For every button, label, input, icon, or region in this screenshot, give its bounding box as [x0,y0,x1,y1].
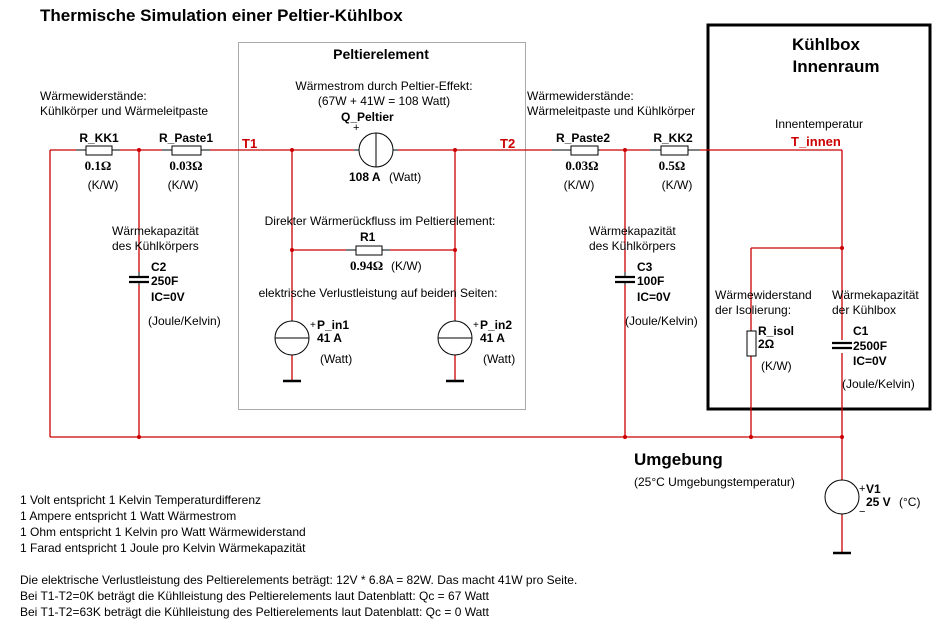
node-t-innen: T_innen [791,134,841,149]
r-kk2-unit: (K/W) [661,178,693,192]
resistor-r-paste1[interactable] [162,145,210,156]
r-isol-unit: (K/W) [761,359,792,373]
resistor-r1[interactable] [346,245,390,256]
resistor-r-paste2[interactable] [552,145,600,156]
r-kk1-value: 0.1Ω [84,158,112,173]
c1-ic: IC=0V [853,354,887,368]
right-resist-desc-2: Wärmeleitpaste und Kühlkörper [527,104,696,118]
c2-value: 250F [151,274,179,288]
c3-unit: (Joule/Kelvin) [625,314,698,328]
peltier-heading: Peltierelement [333,46,429,62]
legend-line: 1 Farad entspricht 1 Joule pro Kelvin Wä… [20,541,306,555]
legend-line: 1 Volt entspricht 1 Kelvin Temperaturdif… [20,493,262,507]
capacitor-c1[interactable] [832,341,852,350]
c3-ic: IC=0V [637,290,671,304]
capacitor-c2[interactable] [129,275,149,284]
c1-value: 2500F [853,339,888,353]
c3-label: C3 [637,260,653,274]
box-cap-desc-2: der Kühlbox [832,303,897,317]
p-in1-plus: + [310,320,316,331]
p-in1-value: 41 A [317,331,342,345]
r-paste2-unit: (K/W) [563,178,595,192]
note-line: Bei T1-T2=0K beträgt die Kühlleistung de… [20,589,489,603]
resistor-r-isol[interactable] [746,330,757,357]
r-kk2-label: R_KK2 [653,131,693,145]
inner-temp-label: Innentemperatur [775,117,864,131]
r-paste1-unit: (K/W) [167,178,199,192]
r-isol-value: 2Ω [758,337,775,351]
coolbox-frame [706,23,932,411]
legend-line: 1 Ampere entspricht 1 Watt Wärmestrom [20,509,237,523]
r-kk1-label: R_KK1 [79,131,119,145]
voltage-source-v1[interactable] [824,479,860,515]
v1-minus: − [859,506,866,518]
right-resist-desc: Wärmewiderstände: [527,89,634,103]
c1-unit: (Joule/Kelvin) [842,377,915,391]
resistor-r-kk1[interactable] [76,145,120,156]
c2-label: C2 [151,260,167,274]
p-in1-unit: (Watt) [320,352,353,366]
left-resist-desc-2: Kühlkörper und Wärmeleitpaste [40,104,209,118]
left-cap-desc-2: des Kühlkörpers [112,239,199,253]
resistor-r-kk2[interactable] [650,145,700,156]
r-paste2-label: R_Paste2 [555,131,611,145]
r1-value: 0.94Ω [350,258,384,273]
p-in2-label: P_in2 [480,318,513,332]
loss-desc: elektrische Verlustleistung auf beiden S… [258,286,498,300]
q-peltier-value: 108 A [349,170,381,184]
r1-unit: (K/W) [391,259,422,273]
heatflow-desc: Wärmestrom durch Peltier-Effekt: [295,79,473,93]
r-kk2-value: 0.5Ω [658,158,686,173]
r1-label: R1 [360,230,376,244]
c1-label: C1 [853,324,869,338]
q-peltier-unit: (Watt) [389,170,422,184]
isol-desc: Wärmewiderstand [715,288,812,302]
c2-unit: (Joule/Kelvin) [148,314,221,328]
p-in2-value: 41 A [480,331,505,345]
c3-value: 100F [637,274,665,288]
note-line: Bei T1-T2=63K beträgt die Kühlleistung d… [20,605,489,619]
right-cap-desc-2: des Kühlkörpers [589,239,676,253]
left-cap-desc: Wärmekapazität [112,224,199,238]
junction-dots [137,148,844,439]
page-title: Thermische Simulation einer Peltier-Kühl… [40,6,403,25]
q-peltier-plus: + [353,122,360,134]
coolbox-heading-2: Innenraum [792,57,880,76]
box-cap-desc: Wärmekapazität [832,288,919,302]
right-cap-desc: Wärmekapazität [589,224,676,238]
v1-value: 25 V [866,495,891,509]
v1-plus: + [859,483,866,495]
heatflow-desc-2: (67W + 41W = 108 Watt) [317,94,451,108]
r-paste2-value: 0.03Ω [565,158,599,173]
isol-desc-2: der Isolierung: [715,303,792,317]
left-resist-desc: Wärmewiderstände: [40,89,147,103]
q-peltier-label: Q_Peltier [341,110,394,124]
p-in2-unit: (Watt) [483,352,516,366]
ambient-desc: (25°C Umgebungstemperatur) [634,475,795,489]
r-kk1-unit: (K/W) [87,178,119,192]
current-source-p-in1[interactable] [274,320,310,356]
c2-ic: IC=0V [151,290,185,304]
ambient-heading: Umgebung [634,450,723,469]
r-paste1-label: R_Paste1 [158,131,214,145]
wires [49,149,843,552]
r-paste1-value: 0.03Ω [169,158,203,173]
note-line: Die elektrische Verlustleistung des Pelt… [20,573,578,587]
capacitor-c3[interactable] [615,275,635,284]
backflow-desc: Direkter Wärmerückfluss im Peltierelemen… [264,214,496,228]
node-t1: T1 [242,136,258,151]
current-source-p-in2[interactable] [437,320,473,356]
node-t2: T2 [500,136,516,151]
r-isol-label: R_isol [758,324,795,338]
current-source-q-peltier[interactable] [354,132,398,168]
legend-line: 1 Ohm entspricht 1 Kelvin pro Watt Wärme… [20,525,306,539]
p-in1-label: P_in1 [317,318,350,332]
peltier-frame [238,42,526,410]
v1-unit: (°C) [899,495,921,509]
p-in2-plus: + [473,320,479,331]
coolbox-heading: Kühlbox [792,35,860,54]
v1-label: V1 [866,482,881,496]
